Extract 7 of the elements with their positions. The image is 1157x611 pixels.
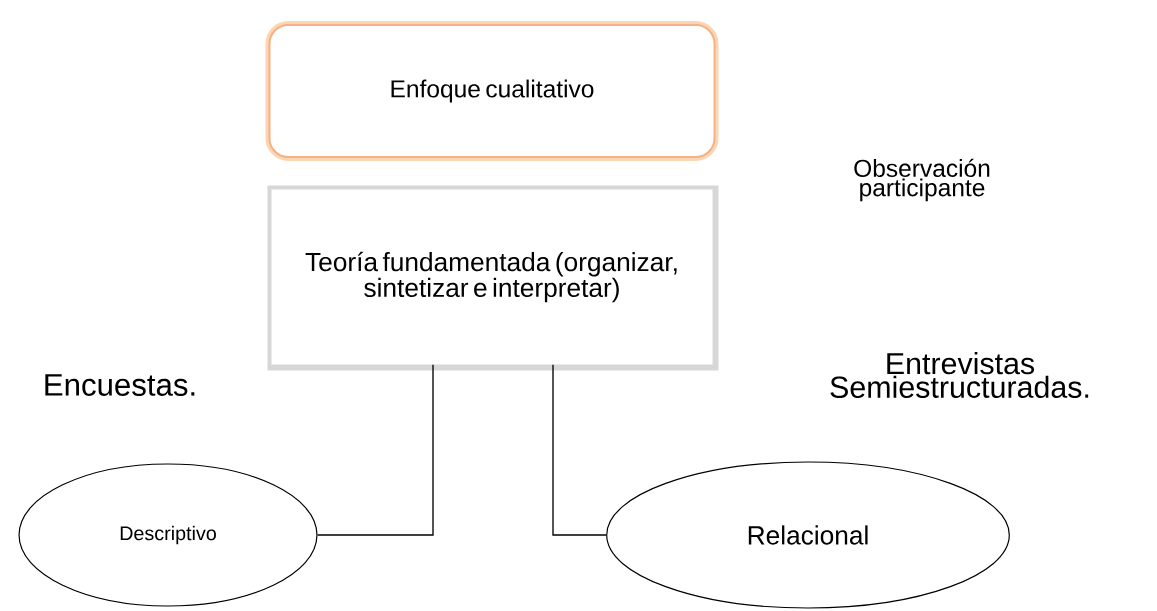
connector-line — [552, 364, 607, 536]
text-label: Entrevistas Semiestructuradas. — [830, 352, 1089, 398]
text-label: Encuestas. — [45, 374, 195, 396]
text-box: Teoría fundamentada (organizar, sintetizar e interpretar) — [267, 185, 719, 371]
connector-line — [316, 364, 434, 536]
rounded-box: Enfoque cualitativo — [265, 21, 719, 161]
text-label: Observación participante — [854, 158, 990, 202]
